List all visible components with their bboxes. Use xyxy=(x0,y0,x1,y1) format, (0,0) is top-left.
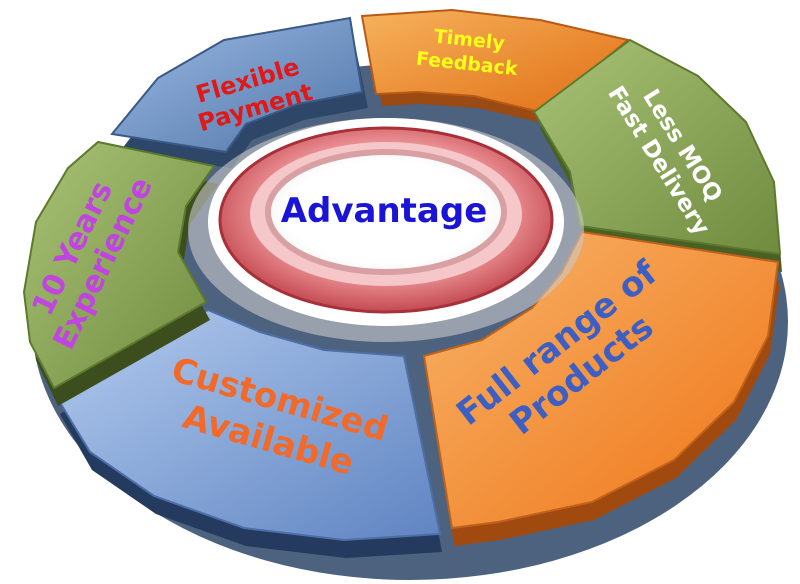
hub-inner-disc xyxy=(268,152,504,272)
segment-10-years-experience xyxy=(22,140,218,406)
segment-flexible-payment xyxy=(110,16,368,168)
center-label: Advantage xyxy=(281,191,488,231)
center-hub xyxy=(188,118,584,342)
segment-customized-available xyxy=(54,308,442,558)
segment-full-range-of-products xyxy=(422,230,780,546)
segment-less-moq-fast-delivery xyxy=(532,38,782,272)
